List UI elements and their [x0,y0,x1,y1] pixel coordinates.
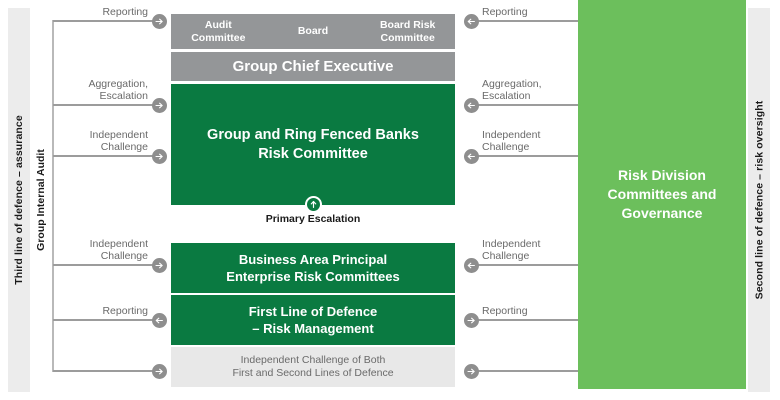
left-caption-reporting-bottom: Reporting [102,305,148,317]
right-arrow-right-icon-5 [464,313,479,328]
left-defence-band-label: Third line of defence – assurance [13,115,26,285]
risk-division-committees-governance-panel[interactable]: Risk Division Committees and Governance [578,0,746,389]
right-connector-line-6 [472,370,578,372]
right-connector-line-3 [472,155,578,157]
left-connector-line-5 [53,319,157,321]
first-line-of-defence-box[interactable]: First Line of Defence – Risk Management [171,295,455,345]
first-line-of-defence-label: First Line of Defence – Risk Management [248,304,378,336]
right-arrow-left-icon-3 [464,149,479,164]
right-connector-line-1 [472,20,578,22]
left-arrow-right-icon-6 [152,364,167,379]
right-arrow-left-icon-2 [464,98,479,113]
right-defence-band: Second line of defence – risk oversight [748,8,770,392]
primary-escalation-label: Primary Escalation [265,213,361,225]
board-cell-board[interactable]: Board [297,25,329,38]
right-arrow-right-icon-6 [464,364,479,379]
left-arrow-right-icon-2 [152,98,167,113]
right-caption-reporting-bottom: Reporting [482,305,528,317]
left-caption-independent-challenge-upper: Independent Challenge [89,129,148,153]
board-row: Audit Committee Board Board Risk Committ… [171,14,455,49]
right-caption-reporting-top: Reporting [482,6,528,18]
right-caption-independent-challenge-lower: Independent Challenge [482,238,541,262]
left-defence-band: Third line of defence – assurance [8,8,30,392]
right-defence-band-label: Second line of defence – risk oversight [753,100,766,300]
board-cell-board-risk-committee[interactable]: Board Risk Committee [379,19,436,44]
left-connector-line-2 [53,104,157,106]
right-caption-independent-challenge-upper: Independent Challenge [482,129,541,153]
group-ring-fenced-banks-risk-committee-box[interactable]: Group and Ring Fenced Banks Risk Committ… [171,84,455,205]
left-caption-reporting-top: Reporting [102,6,148,18]
risk-division-committees-governance-label: Risk Division Committees and Governance [607,167,717,221]
group-chief-executive-label: Group Chief Executive [232,58,394,75]
left-arrow-right-icon-1 [152,14,167,29]
business-area-principal-enterprise-risk-committees-label: Business Area Principal Enterprise Risk … [226,252,400,284]
right-arrow-left-icon-4 [464,258,479,273]
left-connector-line-1 [53,20,157,22]
business-area-principal-enterprise-risk-committees-box[interactable]: Business Area Principal Enterprise Risk … [171,243,455,293]
right-caption-aggregation-escalation: Aggregation, Escalation [482,78,542,102]
left-arrow-right-icon-4 [152,258,167,273]
group-internal-audit-label-wrap: Group Internal Audit [30,8,52,392]
right-connector-line-4 [472,264,578,266]
primary-escalation-arrow-up-icon [305,196,322,213]
left-connector-spine [52,20,54,372]
group-internal-audit-label: Group Internal Audit [35,149,48,251]
independent-challenge-both-lines-box[interactable]: Independent Challenge of Both First and … [171,347,455,387]
left-caption-independent-challenge-lower: Independent Challenge [89,238,148,262]
left-connector-line-3 [53,155,157,157]
group-chief-executive-box[interactable]: Group Chief Executive [171,52,455,81]
left-connector-line-6 [53,370,157,372]
left-connector-line-4 [53,264,157,266]
left-arrow-left-icon-5 [152,313,167,328]
right-connector-line-2 [472,104,578,106]
left-arrow-right-icon-3 [152,149,167,164]
independent-challenge-both-lines-label: Independent Challenge of Both First and … [232,354,394,379]
board-cell-audit-committee[interactable]: Audit Committee [191,19,246,44]
right-arrow-left-icon-1 [464,14,479,29]
left-caption-aggregation-escalation: Aggregation, Escalation [88,78,148,102]
right-connector-line-5 [472,319,578,321]
group-ring-fenced-banks-risk-committee-label: Group and Ring Fenced Banks Risk Committ… [207,126,419,162]
